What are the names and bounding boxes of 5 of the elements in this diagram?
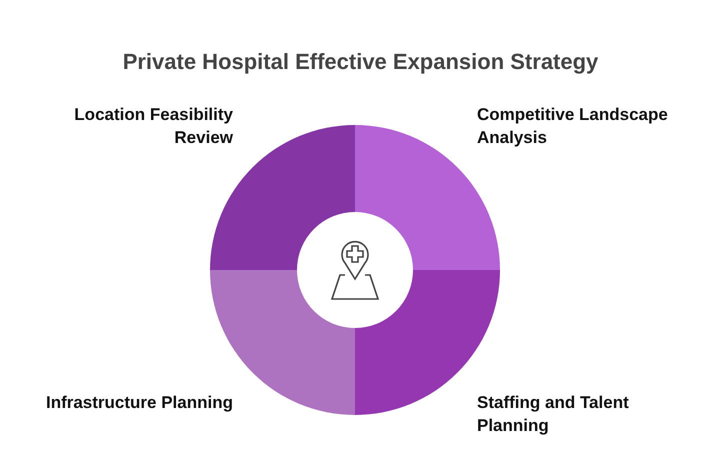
section-label: Location Feasibility Review bbox=[73, 104, 233, 149]
section-label: Competitive Landscape Analysis bbox=[477, 104, 669, 149]
section-label: Staffing and Talent Planning bbox=[477, 392, 630, 437]
section-label: Infrastructure Planning bbox=[44, 392, 233, 414]
diagram-title: Private Hospital Effective Expansion Strategy bbox=[122, 49, 600, 75]
